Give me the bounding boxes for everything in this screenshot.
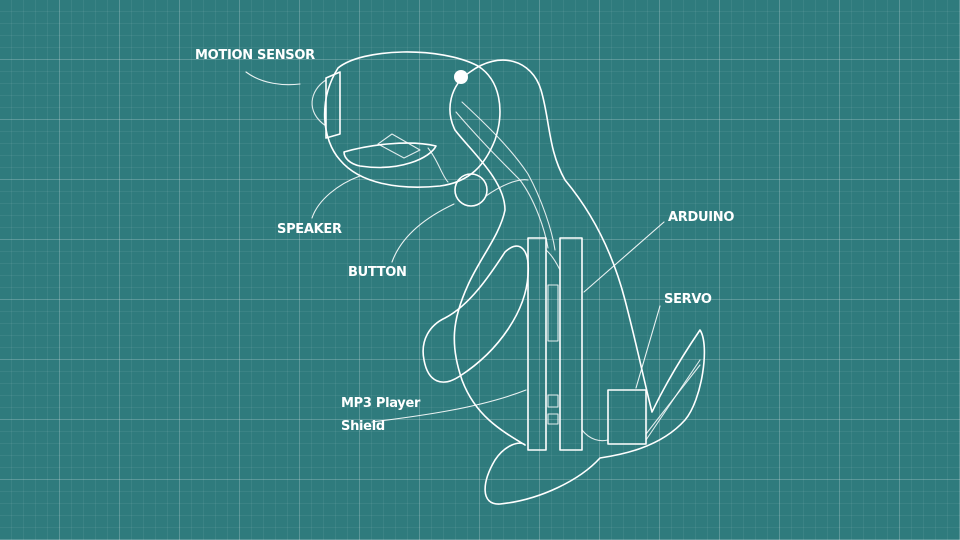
- servo-shape: [607, 389, 647, 445]
- motion-sensor-shape: [325, 71, 341, 139]
- mp3-shield-label: Shield: [341, 419, 385, 434]
- mouth-outline: [343, 142, 437, 169]
- arm-outline: [422, 245, 530, 383]
- servo-leader: [635, 305, 661, 389]
- button-leader: [391, 203, 455, 263]
- eye-icon: [454, 70, 468, 84]
- button-label: BUTTON: [348, 265, 407, 280]
- speaker-leader: [311, 175, 361, 219]
- arduino-board: [559, 237, 583, 451]
- motion-sensor-leader: [245, 71, 301, 86]
- button-shape: [454, 173, 488, 207]
- body-outline: [449, 59, 706, 505]
- servo-label: SERVO: [664, 292, 712, 307]
- arduino-label: ARDUINO: [668, 210, 735, 225]
- mp3-shield-board: [527, 237, 547, 451]
- motion-sensor-label: MOTION SENSOR: [195, 48, 315, 63]
- speaker-label: SPEAKER: [277, 222, 342, 237]
- mp3-player-label: MP3 Player: [341, 396, 421, 411]
- arduino-leader: [583, 221, 665, 293]
- mp3-leader: [371, 389, 527, 423]
- head-outline: [323, 51, 501, 188]
